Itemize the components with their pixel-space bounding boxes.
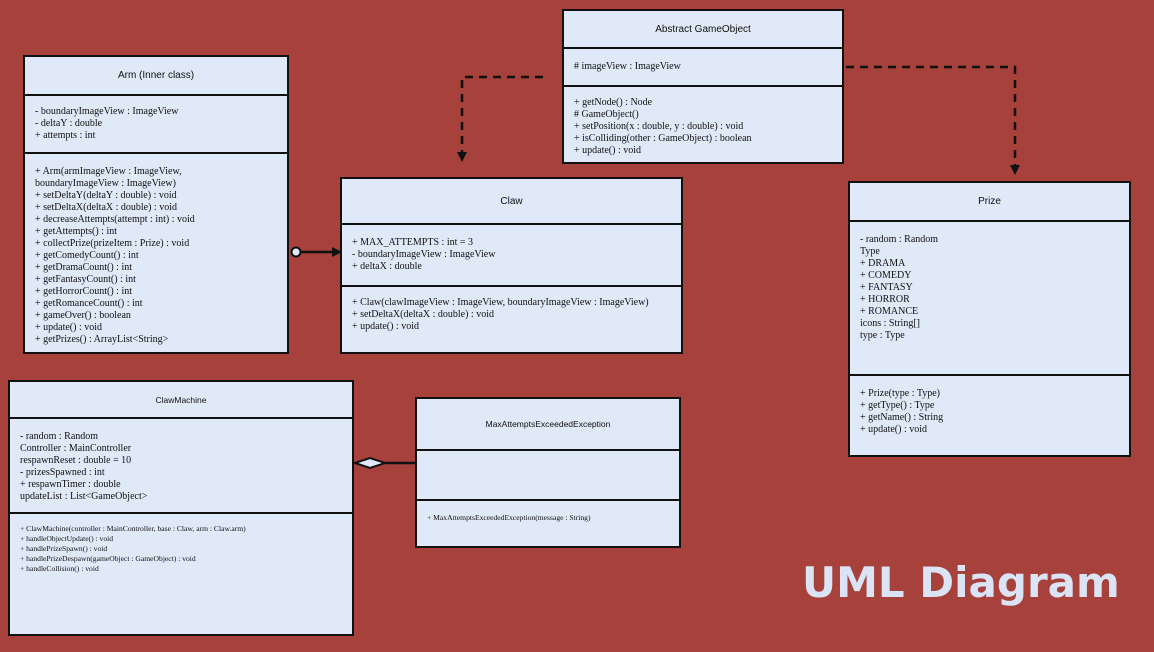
attribute: Type <box>860 246 880 257</box>
attribute: + MAX_ATTEMPTS : int = 3 <box>352 237 474 248</box>
method: + getNode() : Node <box>574 97 653 108</box>
method: + isColliding(other : GameObject) : bool… <box>574 133 752 144</box>
method: + update() : void <box>352 321 420 332</box>
class-prize-attributes: - random : Random Type + DRAMA + COMEDY … <box>850 220 1129 374</box>
attribute: + attempts : int <box>35 130 96 141</box>
class-claw-machine-name: ClawMachine <box>155 394 207 405</box>
method: + ClawMachine(controller : MainControlle… <box>20 524 246 533</box>
attribute: icons : String[] <box>860 318 920 329</box>
class-arm-name: Arm (Inner class) <box>117 70 195 81</box>
method: # GameObject() <box>574 109 639 120</box>
method: + decreaseAttempts(attempt : int) : void <box>35 214 195 225</box>
attribute: - deltaY : double <box>35 118 103 129</box>
class-prize-methods: + Prize(type : Type) + getType() : Type … <box>850 374 1129 442</box>
class-claw-name: Claw <box>500 195 523 207</box>
attribute: + deltaX : double <box>352 261 422 272</box>
method: + getFantasyCount() : int <box>35 274 136 285</box>
method: + getHorrorCount() : int <box>35 286 133 297</box>
method: + getPrizes() : ArrayList<String> <box>35 334 169 345</box>
method: + handleObjectUpdate() : void <box>20 534 114 543</box>
method: + handlePrizeSpawn() : void <box>20 544 108 553</box>
method: + getDramaCount() : int <box>35 262 133 273</box>
class-claw-attributes: + MAX_ATTEMPTS : int = 3 - boundaryImage… <box>342 223 681 285</box>
attribute: type : Type <box>860 330 905 341</box>
method: + handlePrizeDespawn(gameObject : GameOb… <box>20 554 196 563</box>
class-claw-machine-attributes: - random : Random Controller : MainContr… <box>10 417 352 512</box>
method: + Prize(type : Type) <box>860 388 941 399</box>
method: + gameOver() : boolean <box>35 310 131 321</box>
method: + setPosition(x : double, y : double) : … <box>574 121 744 132</box>
attribute: - random : Random <box>860 234 939 245</box>
method: + update() : void <box>35 322 103 333</box>
method: + getRomanceCount() : int <box>35 298 143 309</box>
attribute: # imageView : ImageView <box>574 61 681 72</box>
attribute: + DRAMA <box>860 258 906 269</box>
method: boundaryImageView : ImageView) <box>35 178 176 189</box>
aggregation-diamond <box>351 456 389 470</box>
class-game-object[interactable]: Abstract GameObject # imageView : ImageV… <box>562 9 844 164</box>
method: + update() : void <box>860 424 928 435</box>
method: + getComedyCount() : int <box>35 250 139 261</box>
method: + getName() : String <box>860 412 944 423</box>
attribute: Controller : MainController <box>20 443 132 454</box>
method: + setDeltaY(deltaY : double) : void <box>35 190 177 201</box>
gameobject-to-prize-connector <box>846 65 1020 175</box>
method: + handleCollision() : void <box>20 564 99 573</box>
diagram-heading: UML Diagram <box>802 558 1120 607</box>
method: + setDeltaX(deltaX : double) : void <box>352 309 494 320</box>
class-arm-attributes: - boundaryImageView : ImageView - deltaY… <box>25 94 287 152</box>
nested-circle-marker <box>290 246 302 258</box>
method: + collectPrize(prizeItem : Prize) : void <box>35 238 190 249</box>
class-arm[interactable]: Arm (Inner class) - boundaryImageView : … <box>23 55 289 354</box>
class-exception-methods: + MaxAttemptsExceededException(message :… <box>417 499 679 529</box>
method: + MaxAttemptsExceededException(message :… <box>427 513 591 522</box>
class-prize[interactable]: Prize - random : Random Type + DRAMA + C… <box>848 181 1131 457</box>
attribute: - boundaryImageView : ImageView <box>35 106 179 117</box>
class-claw[interactable]: Claw + MAX_ATTEMPTS : int = 3 - boundary… <box>340 177 683 354</box>
attribute: + ROMANCE <box>860 306 919 317</box>
class-max-attempts-exception[interactable]: MaxAttemptsExceededException + MaxAttemp… <box>415 397 681 548</box>
method: + update() : void <box>574 145 642 156</box>
attribute: respawnReset : double = 10 <box>20 455 132 466</box>
class-exception-attributes <box>417 449 679 499</box>
attribute: - prizesSpawned : int <box>20 467 105 478</box>
class-prize-name: Prize <box>978 196 1001 207</box>
class-game-object-attributes: # imageView : ImageView <box>564 47 842 85</box>
method: + Claw(clawImageView : ImageView, bounda… <box>352 297 649 308</box>
class-arm-methods: + Arm(armImageView : ImageView, boundary… <box>25 152 287 352</box>
method: + getType() : Type <box>860 400 935 411</box>
attribute: + HORROR <box>860 294 910 305</box>
class-claw-machine[interactable]: ClawMachine - random : Random Controller… <box>8 380 354 636</box>
class-exception-name: MaxAttemptsExceededException <box>485 419 611 429</box>
attribute: + respawnTimer : double <box>20 479 121 490</box>
attribute: + COMEDY <box>860 270 912 281</box>
attribute: updateList : List<GameObject> <box>20 491 148 502</box>
method: + Arm(armImageView : ImageView, <box>35 166 182 177</box>
method: + getAttempts() : int <box>35 226 118 237</box>
attribute: + FANTASY <box>860 282 913 293</box>
gameobject-to-claw-connector <box>457 75 543 162</box>
class-game-object-methods: + getNode() : Node # GameObject() + setP… <box>564 85 842 163</box>
method: + setDeltaX(deltaX : double) : void <box>35 202 177 213</box>
class-claw-methods: + Claw(clawImageView : ImageView, bounda… <box>342 285 681 339</box>
attribute: - boundaryImageView : ImageView <box>352 249 496 260</box>
class-game-object-name: Abstract GameObject <box>655 23 751 35</box>
attribute: - random : Random <box>20 431 99 442</box>
class-claw-machine-methods: + ClawMachine(controller : MainControlle… <box>10 512 352 580</box>
